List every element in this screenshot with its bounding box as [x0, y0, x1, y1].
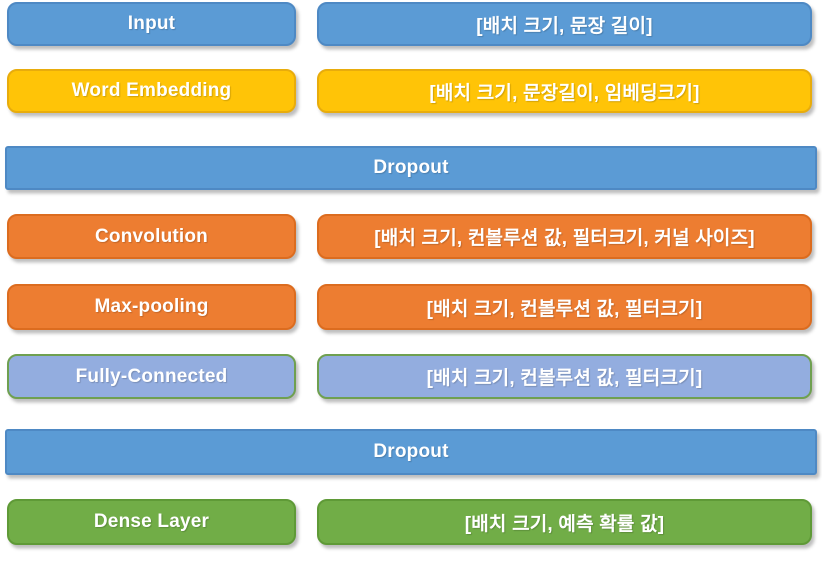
- layer-bar-dropout-6: Dropout: [5, 429, 817, 475]
- layer-shape-box-dense-layer: [배치 크기, 예측 확률 값]: [317, 499, 812, 545]
- layer-name-box-max-pooling: Max-pooling: [7, 284, 296, 330]
- layer-name-box-convolution: Convolution: [7, 214, 296, 259]
- layer-name-box-fully-connected: Fully-Connected: [7, 354, 296, 399]
- layer-bar-dropout-2: Dropout: [5, 146, 817, 190]
- layer-shape-box-input: [배치 크기, 문장 길이]: [317, 2, 812, 46]
- layer-name-box-dense-layer: Dense Layer: [7, 499, 296, 545]
- layer-shape-box-max-pooling: [배치 크기, 컨볼루션 값, 필터크기]: [317, 284, 812, 330]
- layer-name-box-word-embedding: Word Embedding: [7, 69, 296, 113]
- layer-name-box-input: Input: [7, 2, 296, 46]
- layer-shape-box-fully-connected: [배치 크기, 컨볼루션 값, 필터크기]: [317, 354, 812, 399]
- layer-shape-box-word-embedding: [배치 크기, 문장길이, 임베딩크기]: [317, 69, 812, 113]
- layer-shape-box-convolution: [배치 크기, 컨볼루션 값, 필터크기, 커널 사이즈]: [317, 214, 812, 259]
